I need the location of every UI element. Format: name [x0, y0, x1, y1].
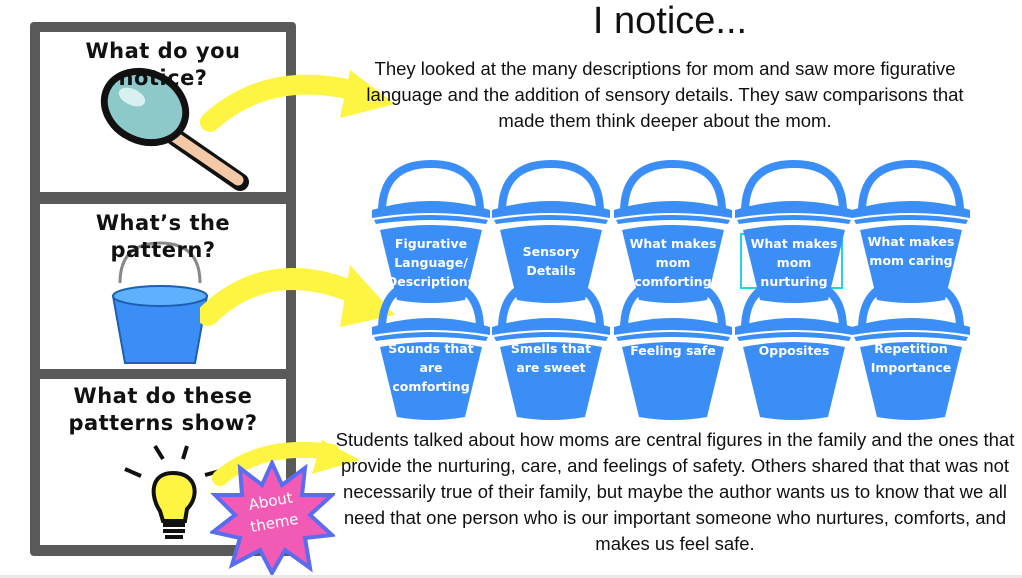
- bucket: Feeling safe: [612, 277, 734, 422]
- arrow-3-icon: [212, 440, 360, 486]
- starburst-icon: [210, 460, 335, 575]
- theme-panel-title-line1: What do these: [73, 384, 253, 408]
- bucket-label: Opposites: [758, 343, 830, 358]
- bucket: What makes mom nurturing: [733, 160, 855, 305]
- page-title: I notice...: [592, 0, 748, 42]
- theme-paragraph: Students talked about how moms are centr…: [335, 429, 1015, 554]
- bucket-label: What makes mom caring: [867, 234, 955, 268]
- about-theme-badge: About theme: [210, 460, 335, 575]
- notice-panel-title: What do you notice?: [85, 39, 241, 90]
- bucket-icon: [111, 241, 209, 364]
- bucket-shape-icon: [372, 160, 490, 303]
- bucket-label: Repetition Importance: [870, 341, 952, 375]
- notice-paragraph: They looked at the many descriptions for…: [366, 58, 964, 131]
- bucket: Figurative Language/ Descriptions: [370, 160, 492, 305]
- bucket-shape-icon: [735, 160, 853, 303]
- bucket: Sensory Details: [490, 160, 612, 305]
- arrow-1-icon: [200, 70, 395, 132]
- bucket-shape-icon: [852, 160, 970, 303]
- magnifying-glass-icon: [100, 67, 249, 191]
- notice-panel: What do you notice?: [40, 32, 286, 192]
- bucket-shape-icon: [852, 277, 970, 420]
- bucket: What makes mom comforting: [612, 160, 734, 305]
- bucket-shape-icon: [492, 160, 610, 303]
- pattern-panel-title: What’s the pattern?: [95, 211, 231, 262]
- bucket-label: Feeling safe: [630, 343, 716, 358]
- light-bulb-icon: [124, 444, 221, 539]
- bucket-label: Figurative Language/ Descriptions: [386, 236, 476, 289]
- theme-panel-title-line2: patterns show?: [68, 411, 258, 435]
- bucket: Repetition Importance: [850, 277, 972, 422]
- bucket-label: Sounds that are comforting: [388, 341, 474, 394]
- bucket-label: Sensory Details: [522, 244, 580, 278]
- bucket-label: What makes mom nurturing: [750, 236, 838, 289]
- bucket-shape-icon: [614, 160, 732, 303]
- bucket-label: What makes mom comforting: [629, 236, 717, 289]
- bucket-label: Smells that are sweet: [510, 341, 592, 375]
- bucket: What makes mom caring: [850, 160, 972, 305]
- bottom-bar: [0, 575, 1022, 578]
- bucket-shape-icon: [614, 277, 732, 420]
